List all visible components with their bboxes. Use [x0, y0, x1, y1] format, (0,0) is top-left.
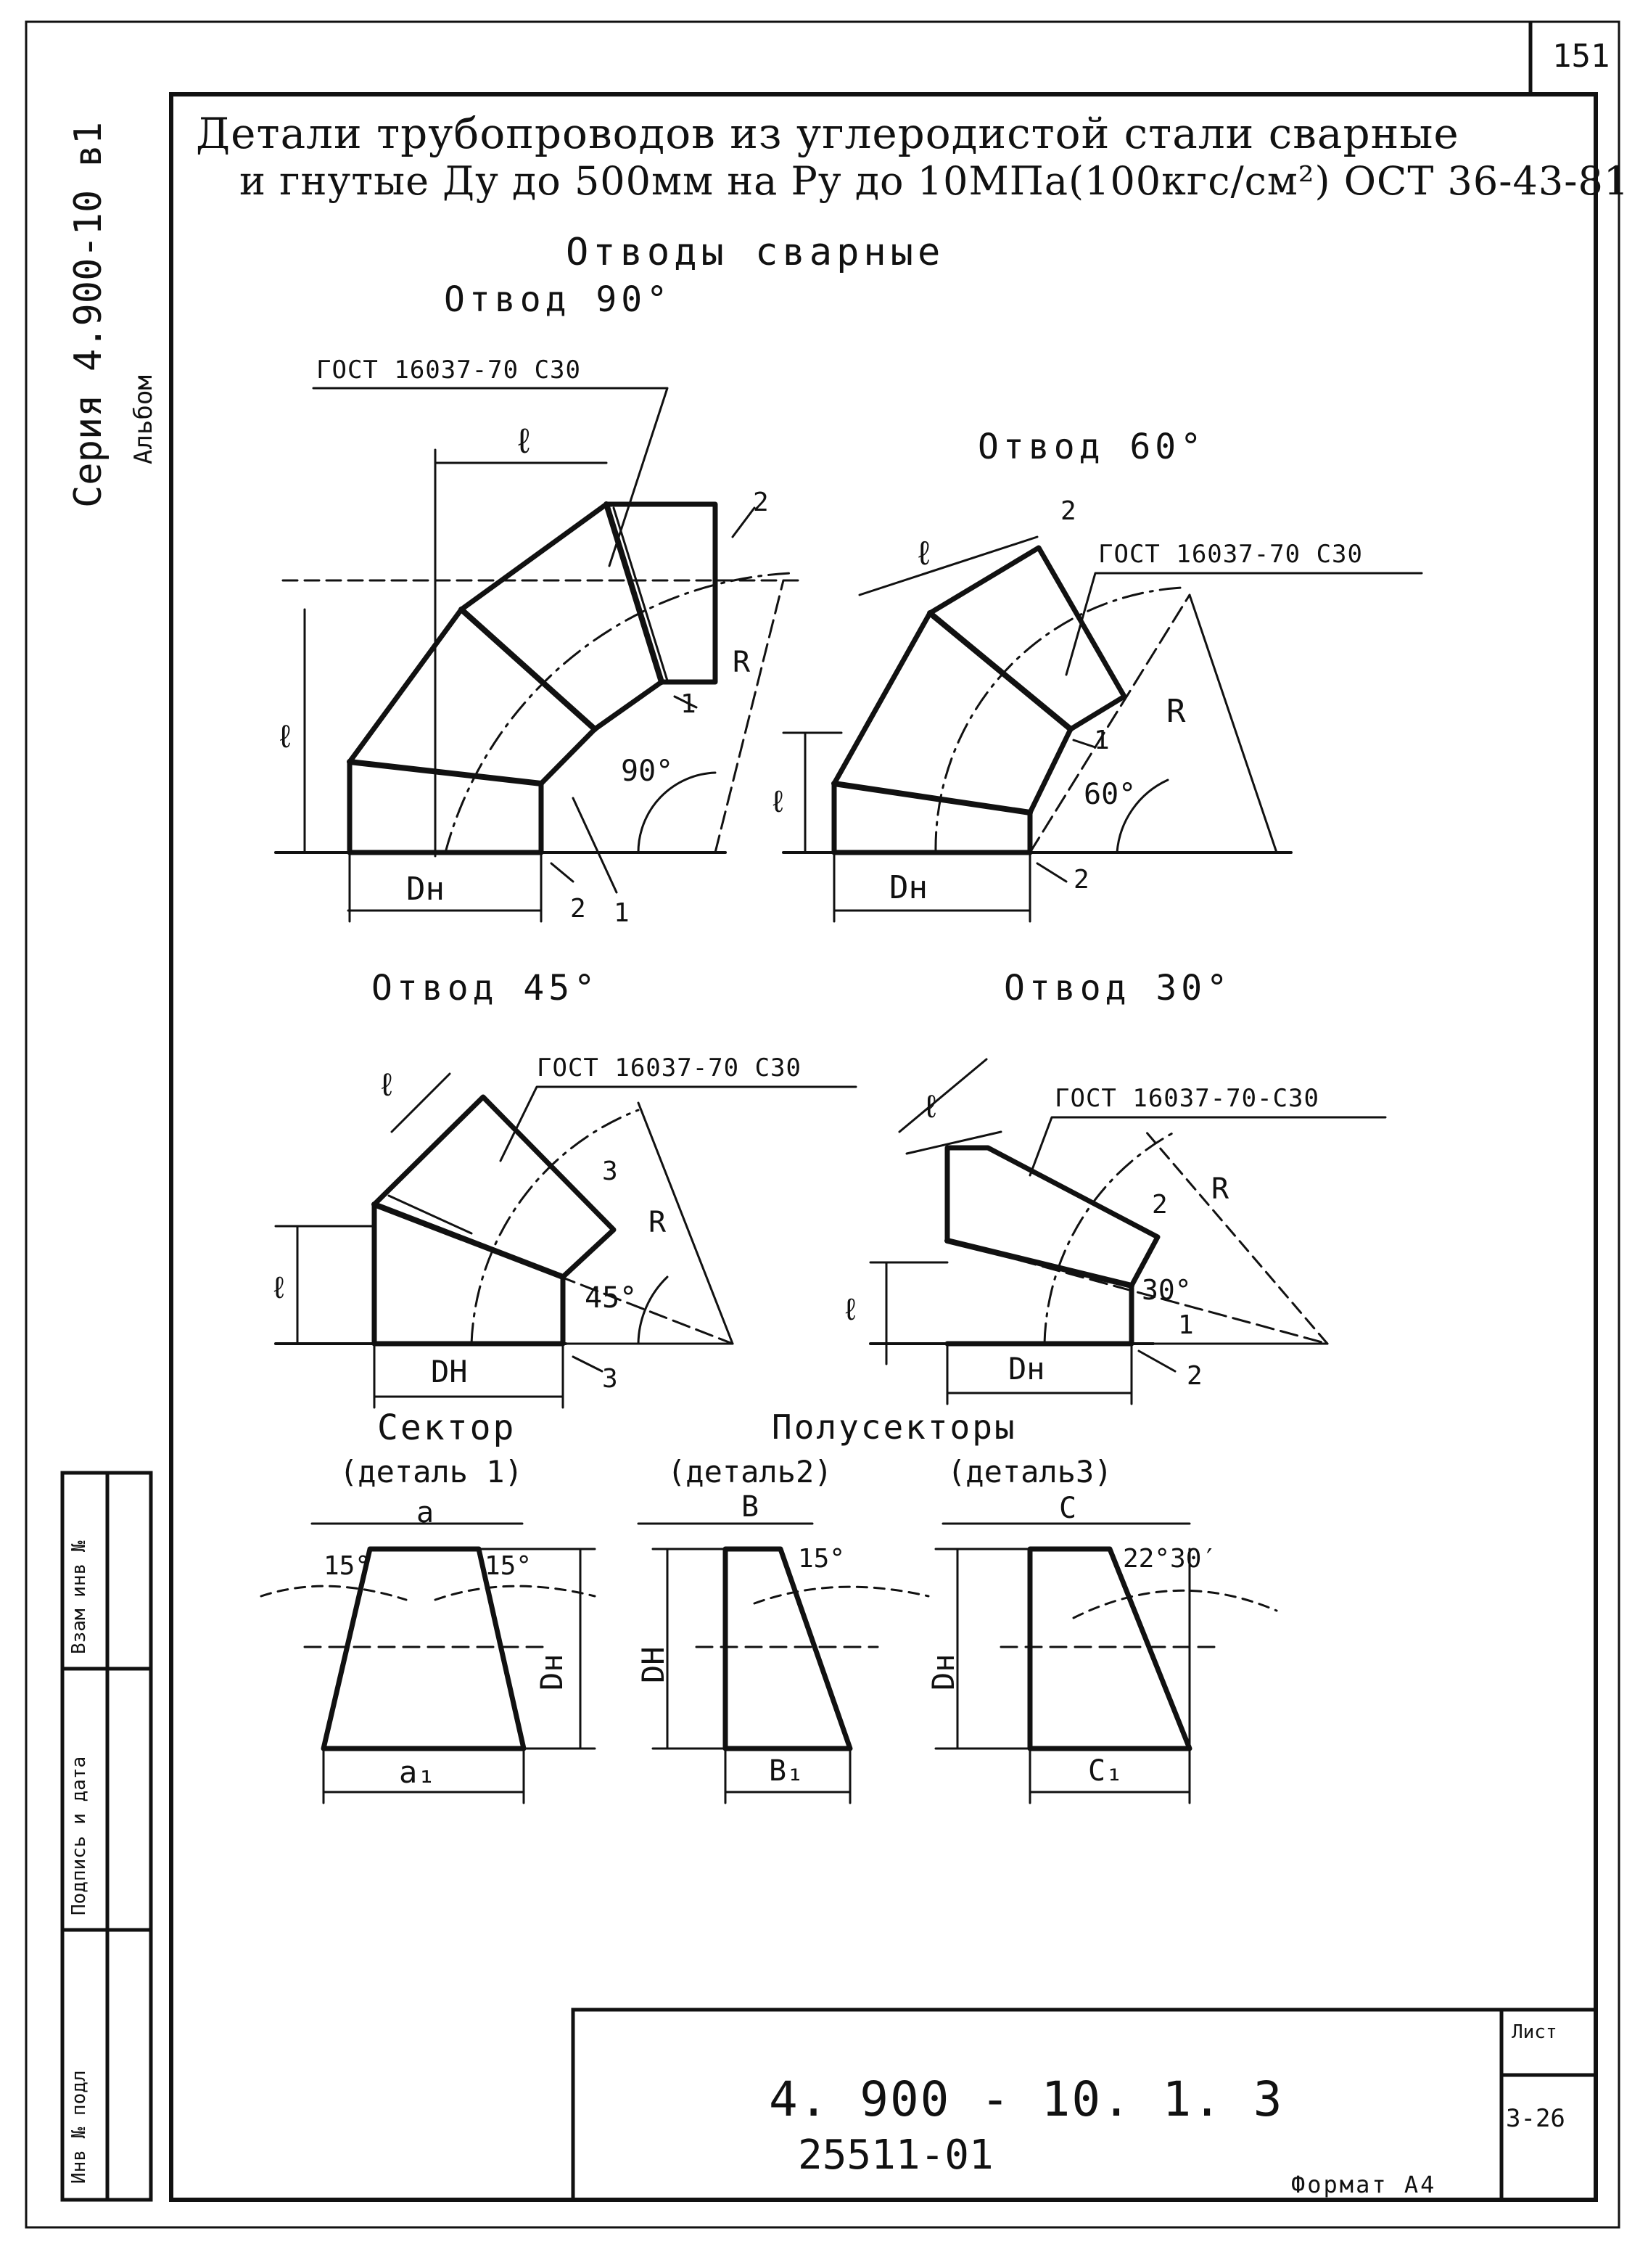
half-sector-3-angle: 22°30′ [1123, 1544, 1218, 1574]
elbow-60-dim-l-top: ℓ [914, 533, 934, 572]
elbow-60-dim-dn: Dн [889, 869, 928, 906]
sheet-label: Лист [1512, 2021, 1557, 2043]
elbow-45-dim-r: R [648, 1206, 667, 1239]
sheet-value: 3-26 [1506, 2104, 1565, 2133]
half-sectors-title: Полусекторы [772, 1408, 1017, 1447]
elbow-30-callout-1: 1 [1178, 1310, 1194, 1340]
elbow-90-callout-2: 2 [753, 488, 769, 517]
elbow-60-drawing [782, 535, 1423, 923]
sector-title: Сектор [377, 1408, 516, 1448]
elbow-45-title: Отвод 45° [371, 968, 600, 1008]
sheet-number: 151 [1552, 38, 1610, 75]
elbow-30-dim-l-side: ℓ [841, 1291, 860, 1327]
archive-number: 25511-01 [798, 2132, 994, 2179]
header-line-1: Детали трубопроводов из углеродистой ста… [196, 109, 1459, 158]
elbow-60-callout-1: 1 [1094, 726, 1110, 755]
half-sector-2-height-dim: DH [635, 1646, 671, 1683]
elbow-90-drawing [274, 387, 807, 923]
elbow-45-callout-3b: 3 [602, 1364, 618, 1394]
half-sector-2-top-dim: B [741, 1490, 759, 1524]
elbow-60-callout-2: 2 [1060, 496, 1076, 526]
header-line-2: и гнутые Ду до 500мм на Ру до 10МПа(100к… [239, 158, 1630, 204]
stamp-inv-podl: Инв № подл [68, 2070, 90, 2184]
format-label: Формат А4 [1291, 2171, 1437, 2198]
elbow-30-dim-dn: Dн [1008, 1351, 1045, 1386]
half-sector-2-angle: 15° [798, 1544, 846, 1574]
elbow-30-callout-2b: 2 [1187, 1361, 1203, 1391]
elbow-90-dim-l-top: ℓ [514, 421, 535, 461]
elbow-30-callout-2: 2 [1152, 1190, 1168, 1220]
sector-drawing [260, 1522, 596, 1804]
elbow-30-title: Отвод 30° [1004, 968, 1232, 1008]
elbow-90-callout-1: 1 [680, 689, 696, 719]
half-sector-3-subtitle: (деталь3) [947, 1454, 1113, 1490]
half-sector-2-subtitle: (деталь2) [667, 1454, 833, 1490]
elbow-90-callout-2b: 2 [570, 894, 586, 924]
elbow-90-angle: 90° [621, 755, 674, 788]
elbow-45-drawing [274, 1072, 857, 1409]
elbow-90-callout-1b: 1 [614, 898, 630, 928]
elbow-45-callout-3: 3 [602, 1156, 618, 1186]
elbow-45-angle: 45° [585, 1281, 638, 1315]
elbow-90-dim-dn: Dн [406, 871, 445, 908]
elbow-90-dim-r: R [733, 646, 751, 679]
elbow-30-angle: 30° [1142, 1274, 1192, 1306]
elbow-30-dim-l-top: ℓ [921, 1088, 941, 1125]
half-sector-3-drawing [934, 1522, 1278, 1804]
half-sector-2-drawing [637, 1522, 930, 1804]
sector-top-dim: a [416, 1496, 434, 1529]
half-sector-3-height-dim: Dн [926, 1653, 961, 1690]
half-sector-2-bottom-dim: B₁ [769, 1754, 804, 1788]
elbow-45-dim-l-side: ℓ [270, 1270, 289, 1305]
elbow-60-angle: 60° [1084, 778, 1137, 811]
elbow-90-weld-mark: ГОСТ 16037-70 С30 [316, 356, 581, 385]
elbow-90-dim-l-side: ℓ [276, 718, 295, 755]
elbow-30-drawing [869, 1058, 1387, 1405]
elbow-45-dim-dn: DH [431, 1354, 468, 1389]
elbow-60-weld-mark: ГОСТ 16037-70 С30 [1098, 540, 1363, 569]
sector-height-dim: Dн [534, 1653, 569, 1690]
elbow-60-title: Отвод 60° [978, 427, 1206, 467]
elbow-60-callout-2b: 2 [1074, 865, 1089, 895]
elbow-45-weld-mark: ГОСТ 16037-70 С30 [537, 1053, 802, 1082]
elbow-90-title: Отвод 90° [444, 279, 672, 320]
elbow-30-weld-mark: ГОСТ 16037-70-С30 [1055, 1084, 1319, 1113]
half-sector-3-top-dim: C [1059, 1492, 1077, 1525]
sector-subtitle: (деталь 1) [339, 1454, 523, 1490]
stamp-vzam: Взам инв № [68, 1540, 90, 1654]
sector-angle-left: 15° [324, 1551, 371, 1581]
elbow-60-dim-l-side: ℓ [769, 784, 788, 819]
elbow-30-dim-r: R [1211, 1172, 1229, 1206]
elbow-45-dim-l-top: ℓ [377, 1067, 397, 1104]
sector-bottom-dim: a₁ [399, 1754, 436, 1790]
stamp-podpis: Подпись и дата [68, 1756, 90, 1915]
elbow-60-dim-r: R [1166, 693, 1186, 730]
series-label: Серия 4.900-10 в1 [67, 121, 110, 508]
drawing-designation: 4. 900 - 10. 1. 3 [769, 2071, 1284, 2127]
section-title: Отводы сварные [566, 231, 945, 274]
album-label: Альбом [129, 375, 158, 464]
half-sector-3-bottom-dim: C₁ [1088, 1754, 1124, 1788]
sector-angle-right: 15° [485, 1551, 532, 1581]
